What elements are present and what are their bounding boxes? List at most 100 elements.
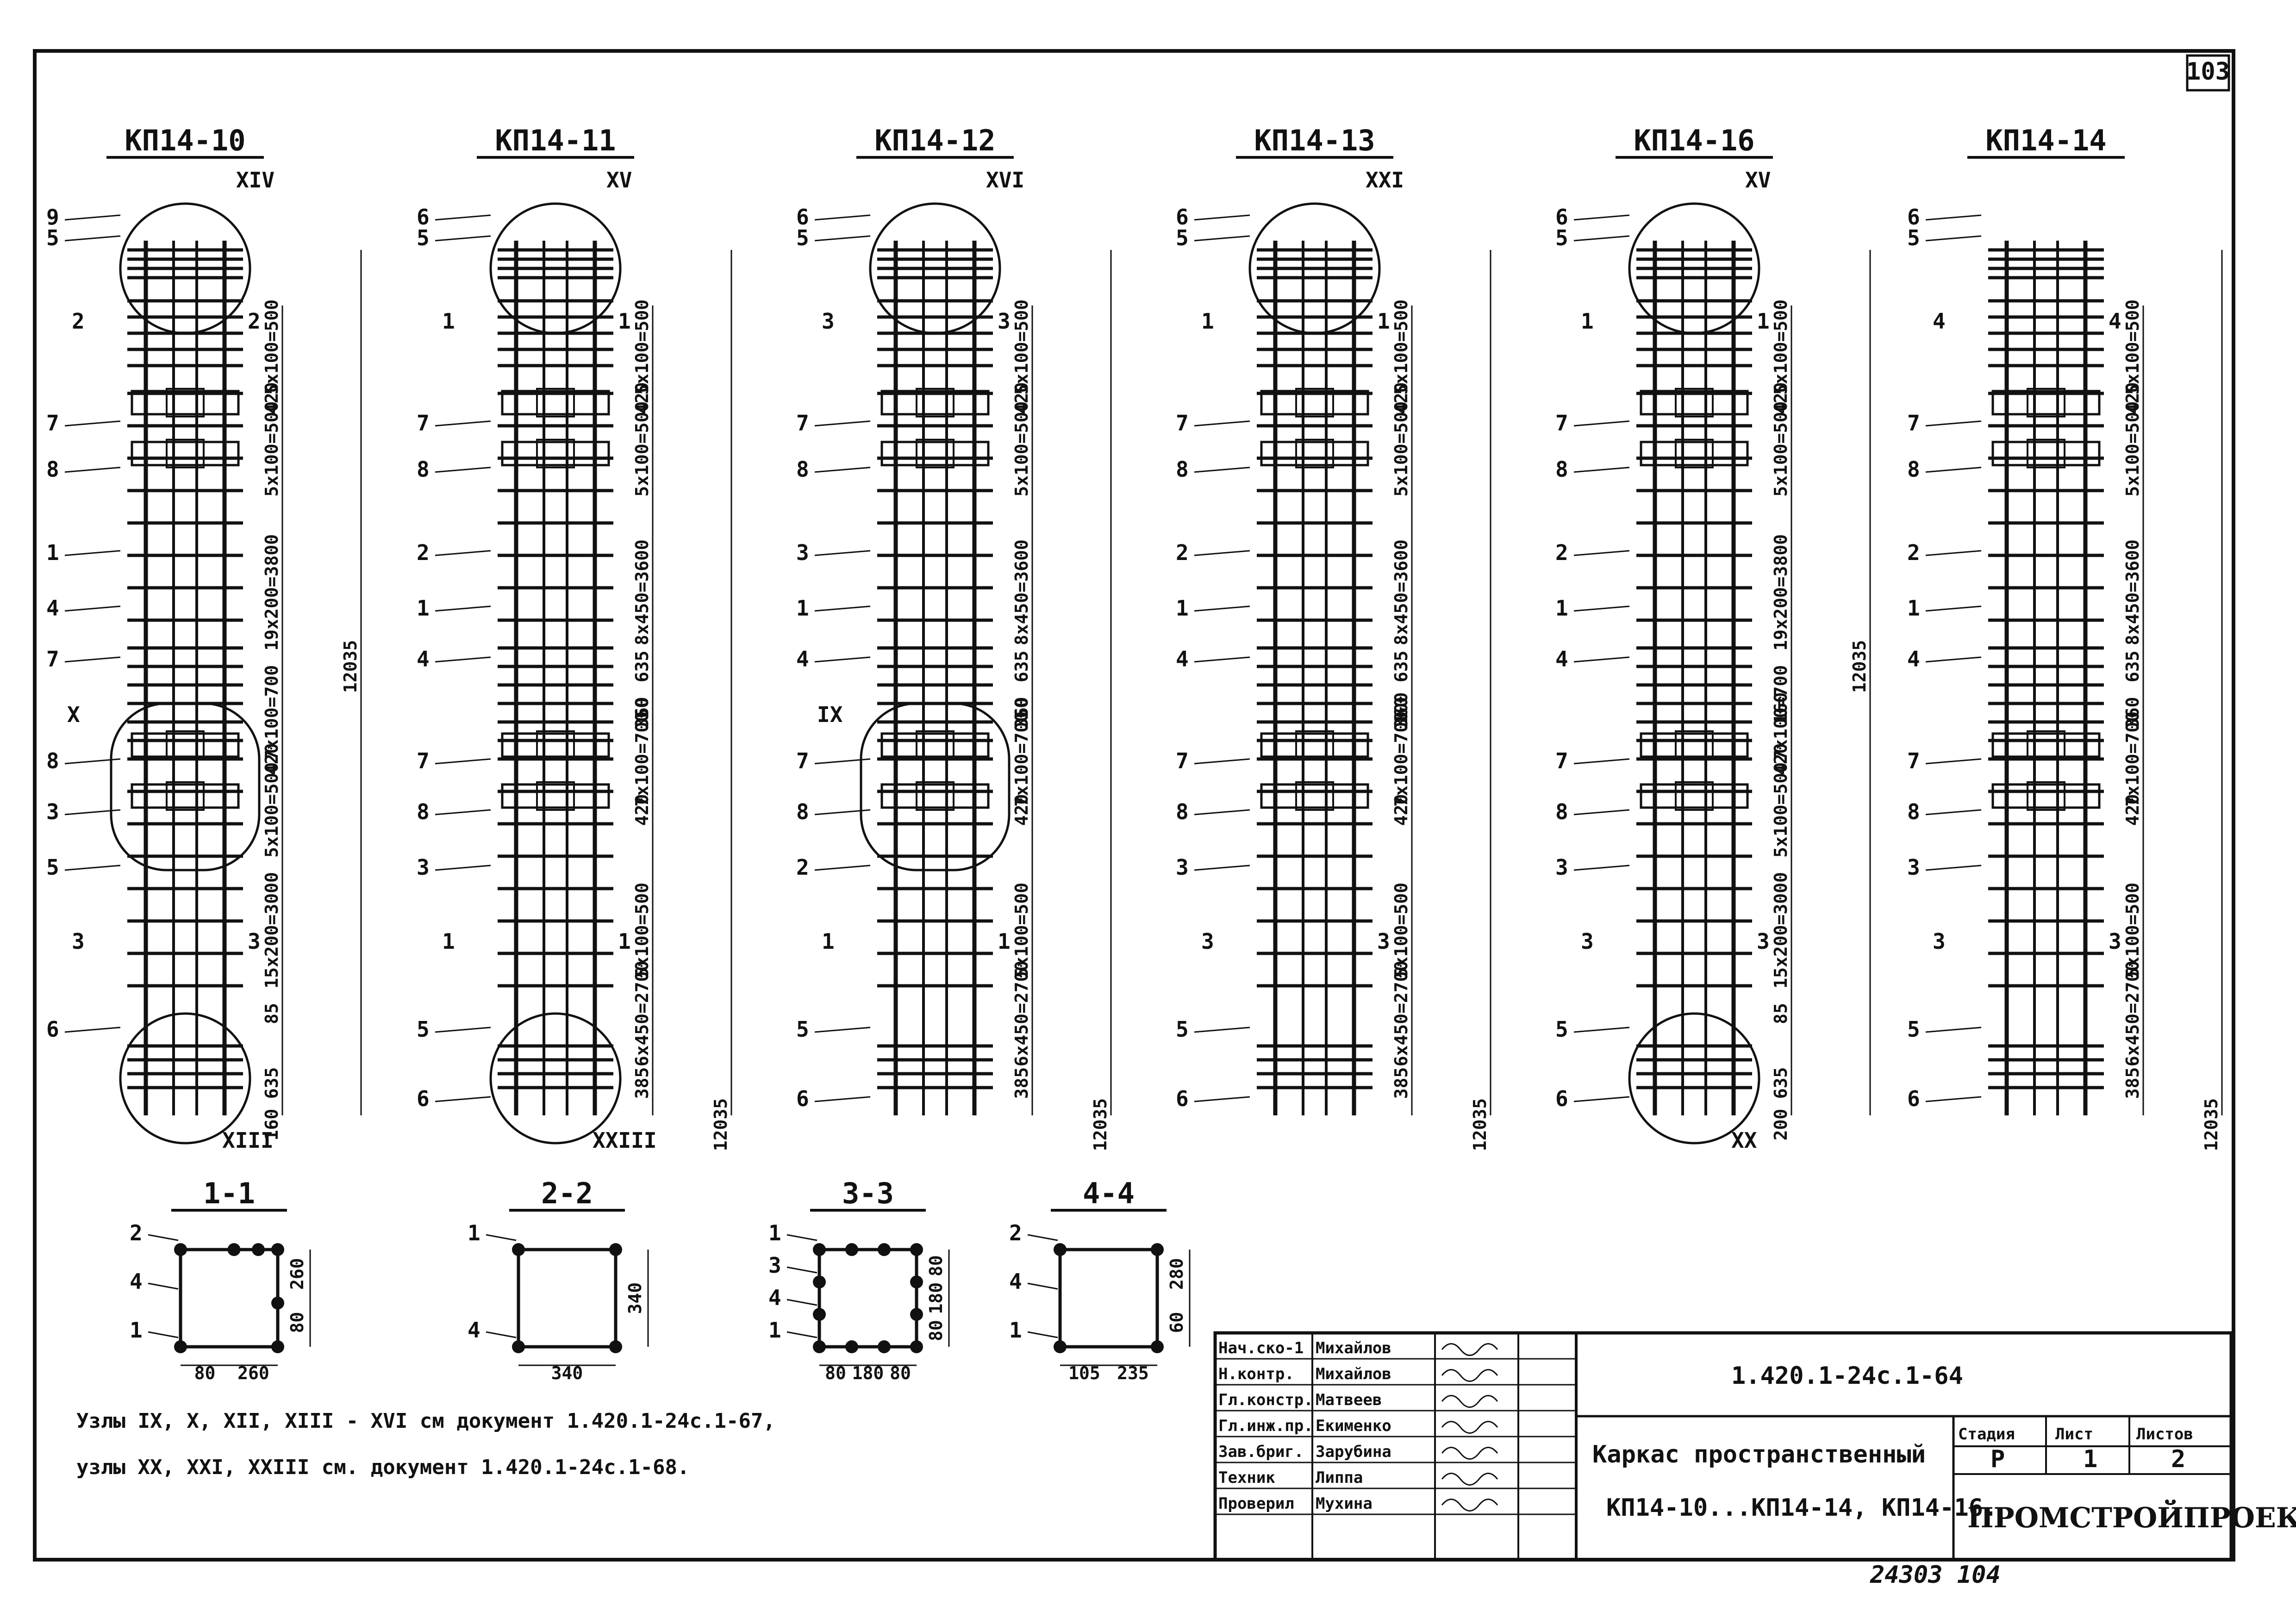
node-mark-top: XIV [236,168,275,193]
dimension-text: 360 [632,697,652,729]
part-label: 6 [1555,205,1568,230]
tb-signature [1441,1499,1498,1512]
dimension-text: 5x100=500 [1011,401,1032,497]
part-label: 6 [1176,1086,1189,1111]
part-label: 6 [417,1086,430,1111]
section-dim-v: 60 [1167,1312,1187,1333]
dimension-text: 5x100=500 [632,401,652,497]
dimension-text: 12035 [711,1098,731,1151]
tb-role: Проверил [1218,1494,1294,1513]
dimension-text: 19x200=3800 [262,534,282,651]
part-label: 4 [1176,647,1189,672]
frame-title: КП14-11 [495,124,616,157]
part-label: 5 [1176,225,1189,250]
tb-signature [1441,1447,1498,1460]
part-label: 6 [1176,205,1189,230]
section-mark-left: 3 [1581,929,1594,954]
part-label: 7 [1555,748,1568,773]
section-part-label: 1 [768,1220,781,1245]
dimension-text: 420 [262,743,282,775]
dimension-text: 7x100=700 [262,665,282,760]
tb-name: Зарубина [1316,1443,1391,1461]
part-label: 8 [46,748,59,773]
section-mark-left: 2 [72,309,85,334]
frame-title: КП14-12 [874,124,995,157]
section-mark-right: 3 [248,929,261,954]
section-dim-h: 105 [1068,1363,1100,1383]
section-mark-left: 3 [1933,929,1946,954]
title-block [1213,1331,2233,1562]
part-label: 6 [1907,1086,1920,1111]
dimension-text: 5x100=500 [262,762,282,858]
dimension-text: 100 [1391,692,1411,724]
frame-title: КП14-10 [125,124,245,157]
dimension-text: 5x100=500 [1011,299,1032,395]
node-mark-bottom: XX [1731,1128,1757,1153]
dimension-text: 420 [2122,382,2143,414]
section-mark-right: 1 [1377,309,1390,334]
firm-name: ПРОМСТРОЙПРОЕКТ [1967,1500,2296,1534]
part-label: 7 [46,647,59,672]
section-mark-left: 1 [442,309,455,334]
dimension-text: 12035 [2201,1098,2221,1151]
dimension-text: 15x200=3000 [1771,872,1791,989]
dimension-text: 7x100=700 [1011,711,1032,807]
part-label: 1 [417,596,430,621]
section-part-label: 3 [768,1253,781,1278]
dimension-text: 5x100=500 [262,401,282,497]
part-label: 4 [1907,647,1920,672]
dimension-text: 160 [262,1109,282,1141]
dimension-text: 5x100=500 [1391,401,1411,497]
section-part-label: 1 [468,1220,480,1245]
section-mark-right: 1 [618,929,631,954]
tb-role: Н.контр. [1218,1365,1294,1383]
dimension-text: 7x100=700 [1391,711,1411,807]
part-label: 7 [417,748,430,773]
part-label: 6 [417,205,430,230]
part-label: 3 [46,799,59,824]
sheets-value: 2 [2171,1445,2185,1473]
section-mark-left: 1 [822,929,835,954]
tb-name: Мухина [1316,1494,1373,1513]
dimension-text: 5x100=500 [1391,883,1411,978]
dimension-text: 8x450=3600 [2122,540,2143,646]
part-label: 8 [1907,457,1920,482]
part-label: 4 [796,647,809,672]
part-label: 6 [1555,1086,1568,1111]
section-mark-left: 4 [1933,309,1946,334]
dimension-text: 6x450=2700 [1011,961,1032,1067]
part-label: 4 [1555,647,1568,672]
dimension-text: 5x100=500 [1771,762,1791,858]
part-label: 6 [796,1086,809,1111]
dimension-text: 420 [1771,382,1791,414]
dimension-text: 5x100=500 [1011,883,1032,978]
part-label: 3 [1555,855,1568,880]
section-part-label: 4 [1009,1269,1022,1294]
part-label: 1 [1176,596,1189,621]
dimension-text: 360 [1011,697,1032,729]
part-label: 8 [796,457,809,482]
tb-role: Гл.инж.пр. [1218,1417,1313,1435]
part-label: 7 [417,411,430,436]
dimension-text: 19x200=3800 [1771,534,1791,651]
section-part-label: 1 [1009,1318,1022,1343]
note-line-2: узлы XX, XXI, XXIII см. документ 1.420.1… [76,1456,690,1479]
dimension-text: 160 [1771,692,1791,724]
part-label: 5 [417,225,430,250]
dimension-text: 635 [262,1067,282,1099]
part-label: 8 [46,457,59,482]
sheet-header: Лист [2055,1425,2093,1444]
dimension-text: 5x100=500 [1771,401,1791,497]
dimension-text: 12035 [1090,1098,1111,1151]
dimension-text: 5x100=500 [2122,401,2143,497]
part-label: 2 [1555,540,1568,565]
part-label: 3 [1176,855,1189,880]
section-mark-right: 3 [1377,929,1390,954]
dimension-text: 385 [632,1067,652,1099]
note-line-1: Узлы IX, X, XII, XIII - XVI см документ … [76,1409,775,1433]
part-label: 2 [417,540,430,565]
